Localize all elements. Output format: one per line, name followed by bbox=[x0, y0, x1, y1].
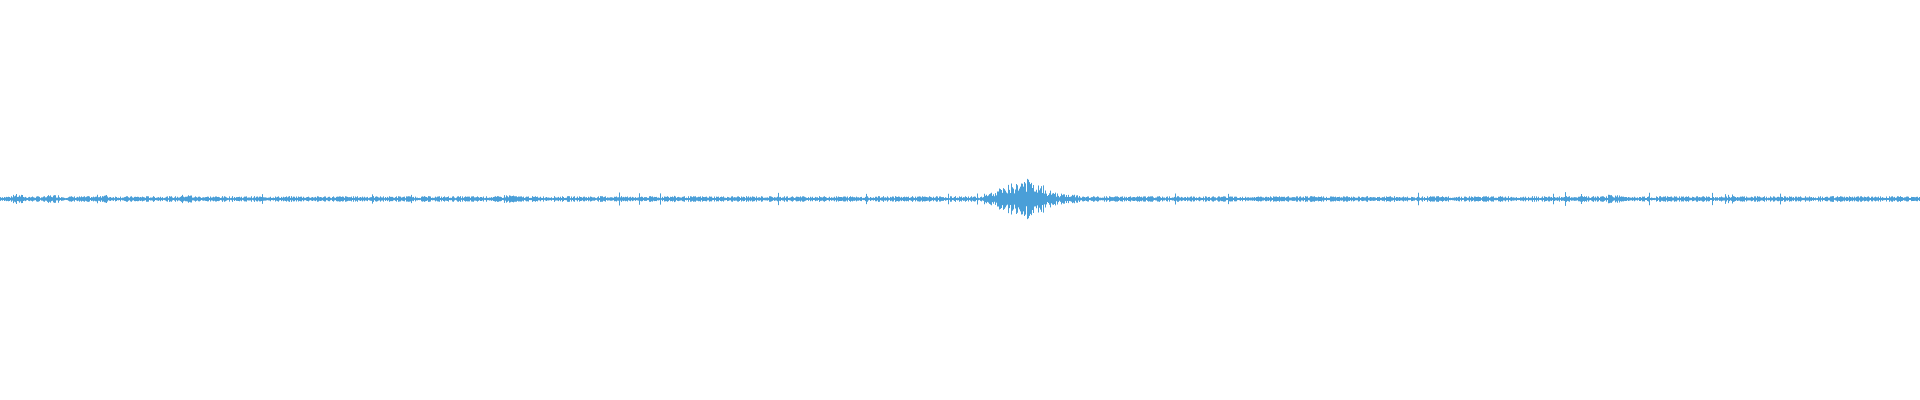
waveform-svg bbox=[0, 178, 1920, 220]
